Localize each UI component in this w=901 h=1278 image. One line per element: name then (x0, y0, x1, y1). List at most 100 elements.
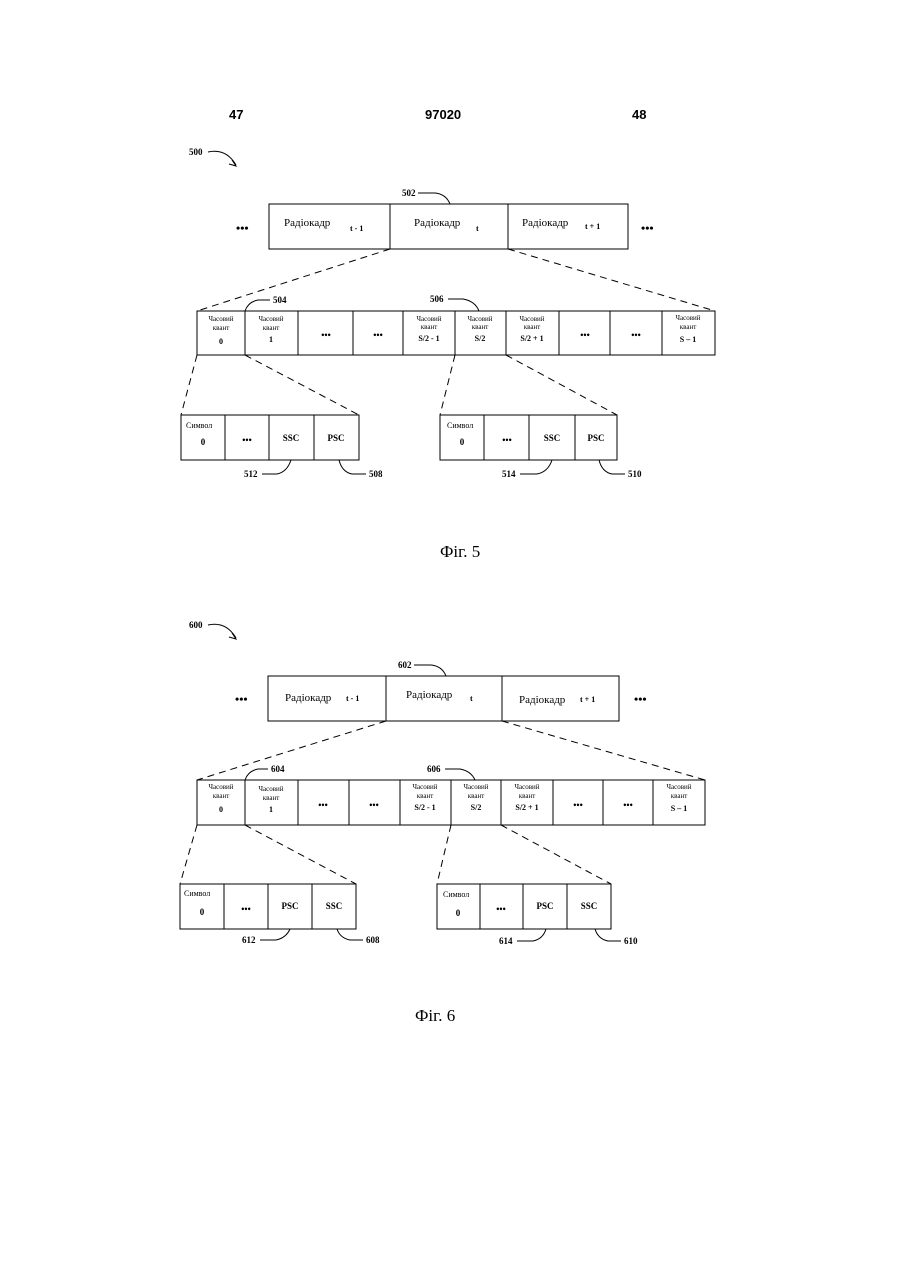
ellipsis-right: ••• (641, 221, 654, 235)
slot-index: S/2 (475, 334, 486, 343)
ellipsis-left: ••• (235, 692, 248, 706)
ssc-cell: SSC (283, 433, 300, 443)
expansion-line-right (502, 721, 705, 780)
slot-word: квант (472, 323, 489, 331)
ref-604-leader (245, 769, 268, 780)
ref-610: 610 (624, 936, 638, 946)
expansion-line (440, 355, 455, 415)
slot-word: квант (213, 792, 230, 800)
ref-512-leader (262, 460, 291, 474)
frame-label: Радіокадр (285, 692, 332, 704)
slot-word: Часовий (416, 315, 441, 323)
slot-index: 1 (269, 335, 273, 344)
expansion-line (506, 355, 617, 415)
ref-608-leader (337, 929, 363, 940)
slot-word: Часовий (675, 314, 700, 322)
slot-word: квант (421, 323, 438, 331)
slot-index: S/2 + 1 (515, 803, 538, 812)
patent-number: 97020 (425, 107, 461, 122)
slot-ellipsis: ••• (623, 800, 632, 810)
slot-0-symbols: Символ 0 ••• SSC PSC (181, 415, 359, 460)
slot-word: квант (263, 324, 280, 332)
ref-510-leader (599, 460, 625, 474)
ssc-cell: SSC (544, 433, 561, 443)
slot-word: Часовий (463, 783, 488, 791)
ref-504-leader (245, 300, 270, 311)
ref-504: 504 (273, 295, 287, 305)
figure-5-caption: Фіг. 5 (440, 542, 480, 561)
expansion-line (245, 825, 356, 884)
ref-506-leader (448, 299, 479, 311)
ellipsis-right: ••• (634, 692, 647, 706)
symbol-index: 0 (456, 908, 461, 918)
symbol-label: Символ (184, 889, 210, 898)
slot-word: Часовий (467, 315, 492, 323)
ref-514-leader (520, 460, 552, 474)
ellipsis-left: ••• (236, 221, 249, 235)
slot-word: Часовий (208, 315, 233, 323)
symbol-ellipsis: ••• (242, 435, 251, 445)
ref-614: 614 (499, 936, 513, 946)
slot-word: Часовий (514, 783, 539, 791)
ref-600: 600 (189, 620, 203, 630)
expansion-line (245, 355, 359, 415)
frame-label: Радіокадр (522, 217, 569, 229)
symbol-index: 0 (201, 437, 206, 447)
page-number-right: 48 (632, 107, 646, 122)
slot-word: Часовий (412, 783, 437, 791)
expansion-line-left (197, 249, 390, 311)
slot-0-symbols: Символ 0 ••• PSC SSC (180, 884, 356, 929)
expansion-line-right (508, 249, 715, 311)
ref-602-leader (414, 665, 446, 676)
slot-word: Часовий (258, 315, 283, 323)
ref-614-leader (517, 929, 546, 941)
slot-word: квант (417, 792, 434, 800)
frame-index: t (476, 224, 479, 233)
figure-6-caption: Фіг. 6 (415, 1006, 455, 1025)
figure-6: 600 ••• ••• Радіокадр t - 1 Радіокадр t … (180, 620, 705, 1025)
slot-ellipsis: ••• (369, 800, 378, 810)
expansion-line (180, 825, 197, 884)
slot-index: S/2 (471, 803, 482, 812)
ref-600-leader (208, 624, 236, 638)
expansion-line (437, 825, 451, 884)
psc-cell: PSC (536, 901, 553, 911)
symbol-index: 0 (200, 907, 205, 917)
psc-cell: PSC (327, 433, 344, 443)
slot-ellipsis: ••• (321, 330, 330, 340)
slot-index: S/2 + 1 (520, 334, 543, 343)
slot-word: Часовий (258, 785, 283, 793)
ref-606: 606 (427, 764, 441, 774)
frame-label: Радіокадр (414, 217, 461, 229)
ref-500-leader (208, 151, 236, 165)
figure-5: 500 ••• ••• Радіокадр t - 1 Радіокадр t … (181, 147, 715, 561)
page-number-left: 47 (229, 107, 243, 122)
ref-612: 612 (242, 935, 256, 945)
slot-word: квант (680, 323, 697, 331)
frame-index: t + 1 (580, 695, 595, 704)
slot-word: Часовий (519, 315, 544, 323)
ref-502: 502 (402, 188, 416, 198)
ssc-cell: SSC (326, 901, 343, 911)
slot-word: квант (519, 792, 536, 800)
slot-index: 1 (269, 805, 273, 814)
expansion-line-left (197, 721, 386, 780)
ref-508: 508 (369, 469, 383, 479)
symbol-ellipsis: ••• (502, 435, 511, 445)
expansion-line (181, 355, 197, 415)
symbol-label: Символ (186, 421, 212, 430)
symbol-ellipsis: ••• (496, 904, 505, 914)
frame-label: Радіокадр (406, 689, 453, 701)
ref-510: 510 (628, 469, 642, 479)
psc-cell: PSC (281, 901, 298, 911)
slot-ellipsis: ••• (318, 800, 327, 810)
frame-label: Радіокадр (519, 694, 566, 706)
frame-index: t (470, 694, 473, 703)
slot-word: квант (263, 794, 280, 802)
psc-cell: PSC (587, 433, 604, 443)
slot-index: S – 1 (680, 335, 696, 344)
slot-word: квант (468, 792, 485, 800)
ref-606-leader (445, 769, 475, 780)
slot-ellipsis: ••• (573, 800, 582, 810)
